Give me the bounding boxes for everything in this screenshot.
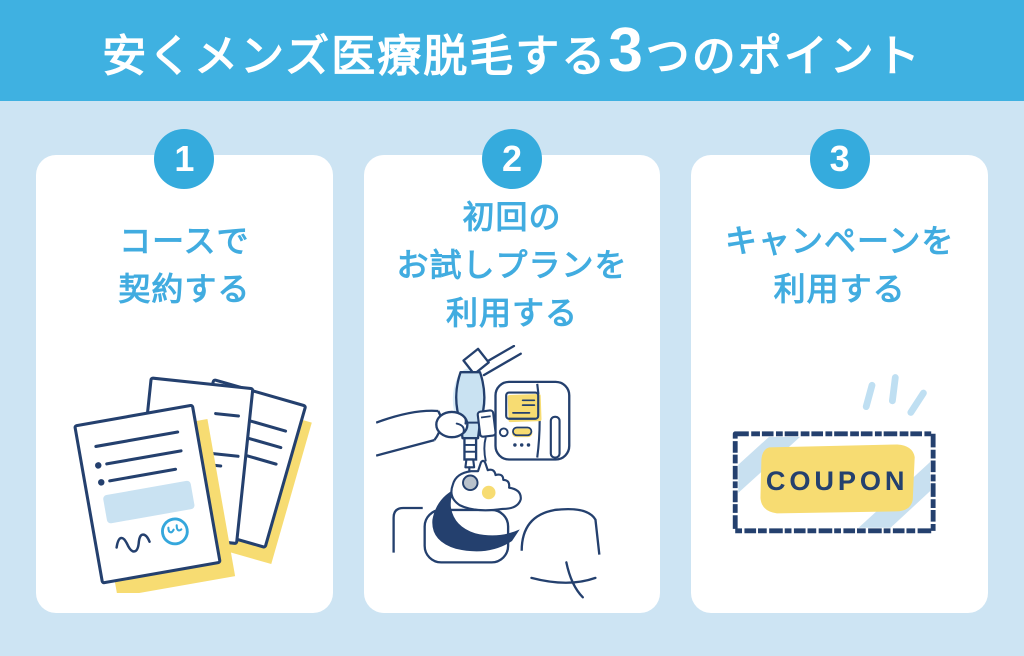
point-1-number: 1 — [174, 138, 195, 179]
point-2-title: 初回の お試しプランを 利用する — [364, 191, 661, 339]
machine-holster — [476, 409, 497, 438]
hair-shape — [432, 488, 520, 552]
point-1-title-line: コースで — [119, 223, 250, 259]
stamp-icon — [161, 517, 190, 546]
laser-machine-icon — [476, 380, 571, 462]
page-title-prefix: 安くメンズ医療脱毛する — [102, 31, 608, 81]
point-card-1: 1 コースで 契約する — [36, 129, 333, 613]
point-2-illustration-area — [364, 339, 661, 613]
point-1-title-line: 契約する — [118, 271, 251, 307]
contract-documents-icon — [73, 376, 313, 593]
point-card-2: 2 初回の お試しプランを 利用する — [363, 129, 661, 613]
handpiece-elbow — [462, 347, 490, 376]
point-3-number: 3 — [829, 138, 850, 179]
point-1-illustration-area — [36, 339, 333, 613]
point-3-title-line: 利用する — [773, 271, 906, 307]
point-3-number-badge: 3 — [809, 129, 870, 189]
point-2-number-badge: 2 — [482, 129, 542, 189]
laser-treatment-icon — [376, 345, 601, 599]
highlight-box — [103, 480, 195, 524]
coupon-yellow-blob — [760, 444, 915, 514]
point-1-number-badge: 1 — [154, 129, 215, 189]
point-3-title: キャンペーンを 利用する — [691, 191, 988, 339]
sparkle-icon — [862, 374, 927, 416]
patient-icon — [392, 459, 601, 599]
point-3-illustration-area: COUPON — [691, 339, 988, 613]
coupon-ticket-icon: COUPON — [732, 374, 936, 534]
point-2-title-line: 利用する — [446, 295, 579, 331]
page-title-suffix: つのポイント — [645, 31, 922, 81]
point-2-number: 2 — [501, 138, 523, 179]
page-title-number: 3 — [608, 15, 645, 85]
document-front-icon — [73, 403, 236, 593]
cheek-blush — [481, 485, 496, 500]
point-2-title-line: お試しプランを — [396, 247, 628, 283]
point-card-3: 3 キャンペーンを 利用する — [691, 129, 989, 613]
points-row: 1 コースで 契約する — [0, 129, 1024, 613]
point-1-title: コースで 契約する — [36, 191, 333, 339]
face-shape — [450, 459, 522, 512]
point-2-title-line: 初回の — [462, 199, 562, 235]
hand-icon — [376, 409, 469, 457]
coupon-label: COUPON — [766, 465, 908, 496]
point-3-title-line: キャンペーンを — [724, 223, 955, 259]
coupon-icon: COUPON — [732, 431, 936, 534]
shoulder-line — [520, 507, 601, 555]
eye-shield-icon — [462, 474, 479, 492]
machine-handle — [549, 415, 561, 459]
signature-squiggle — [115, 533, 152, 553]
